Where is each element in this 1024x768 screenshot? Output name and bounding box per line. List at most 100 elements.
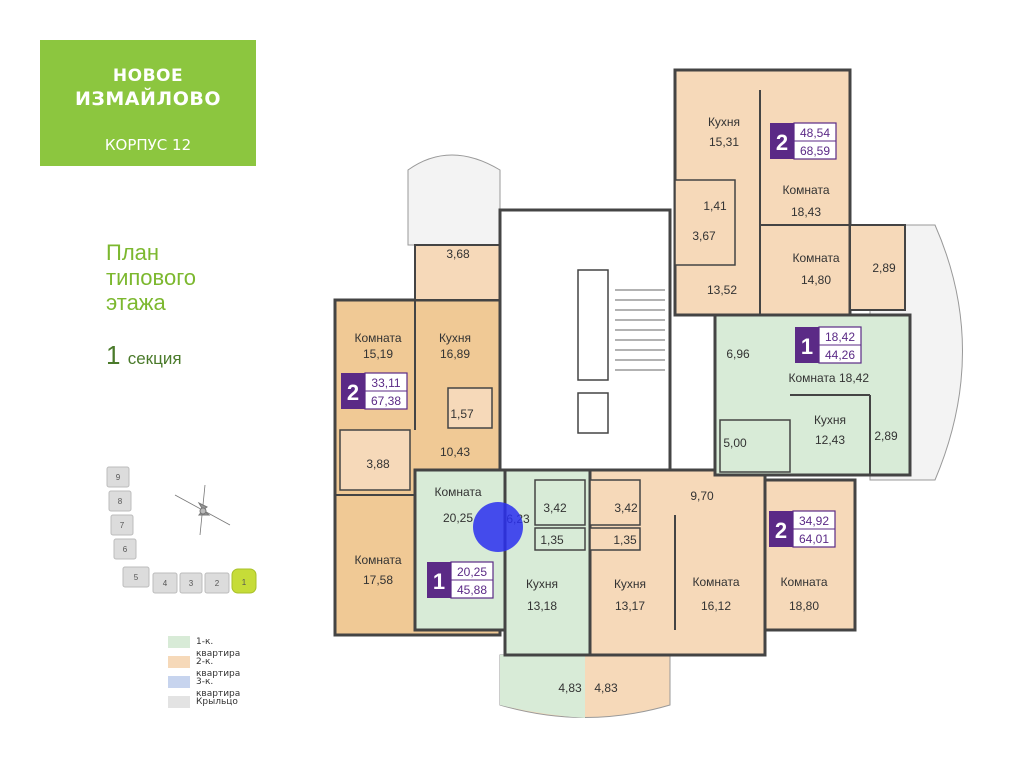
label-3-42b: 3,42 — [614, 501, 638, 515]
label-room-top-2: Комната — [793, 251, 840, 265]
badge-rooms: 2 — [775, 518, 787, 543]
badge-rooms: 1 — [433, 569, 445, 594]
section-word: секция — [127, 349, 182, 368]
minimap-section-5[interactable] — [122, 566, 150, 588]
room-loggia-2-89a — [849, 224, 906, 311]
legend-label: 1-к. квартира — [196, 637, 241, 659]
apartment-bottom-2room-b[interactable] — [763, 478, 857, 632]
badge-living: 48,54 — [800, 126, 830, 140]
label-room-left: Комната — [355, 331, 402, 345]
label-kitchen-b1: Кухня — [526, 577, 558, 591]
label-room-top: Комната — [783, 183, 830, 197]
label-room-b3: Комната — [693, 575, 740, 589]
building-label: КОРПУС 12 — [104, 136, 192, 154]
elevator-shaft-2 — [577, 392, 609, 434]
badge-total: 64,01 — [799, 532, 829, 546]
label-18-42: 18,42 — [839, 371, 869, 385]
label-15-31: 15,31 — [709, 135, 739, 149]
room-bathroom-5-00 — [719, 419, 791, 473]
section-label: 1 секция — [106, 340, 182, 371]
minimap-label-4: 4 — [163, 579, 168, 588]
label-2-89a: 2,89 — [872, 261, 896, 275]
badge-total: 68,59 — [800, 144, 830, 158]
badge-bottom-right[interactable]: 2 34,92 64,01 — [769, 510, 836, 548]
label-kitchen-left: Кухня — [439, 331, 471, 345]
label-1-41: 1,41 — [703, 199, 727, 213]
badge-rooms: 2 — [347, 380, 359, 405]
label-9-70: 9,70 — [690, 489, 714, 503]
highlight-marker[interactable] — [473, 502, 523, 552]
label-3-68: 3,68 — [446, 247, 470, 261]
minimap-label-2: 2 — [215, 579, 220, 588]
badge-living: 33,11 — [371, 376, 400, 390]
room-bathroom-3-67 — [674, 179, 736, 266]
minimap-label-5: 5 — [134, 573, 139, 582]
minimap-section-7[interactable] — [110, 514, 134, 536]
label-3-67: 3,67 — [692, 229, 716, 243]
label-18-43: 18,43 — [791, 205, 821, 219]
legend-swatch — [168, 656, 190, 668]
balcony-top-left — [407, 154, 501, 246]
room-wc-1-35a — [534, 527, 586, 551]
badge-living: 18,42 — [825, 330, 855, 344]
label-13-18: 13,18 — [527, 599, 557, 613]
badge-top[interactable]: 2 48,54 68,59 — [770, 122, 837, 160]
label-14-80: 14,80 — [801, 273, 831, 287]
minimap-section-3[interactable] — [179, 572, 203, 594]
minimap-label-8: 8 — [118, 497, 123, 506]
label-13-52: 13,52 — [707, 283, 737, 297]
label-2-89b: 2,89 — [874, 429, 898, 443]
minimap-section-9[interactable] — [106, 466, 130, 488]
minimap-section-6[interactable] — [113, 538, 137, 560]
minimap-label-6: 6 — [123, 545, 128, 554]
label-4-83a: 4,83 — [558, 681, 582, 695]
room-bathroom-3-42b — [589, 479, 641, 526]
section-number: 1 — [106, 340, 121, 370]
elevator-shaft — [577, 269, 609, 381]
room-bathroom-3-88 — [339, 429, 411, 491]
label-1-35a: 1,35 — [540, 533, 564, 547]
label-18-80: 18,80 — [789, 599, 819, 613]
badge-bottom[interactable]: 1 20,25 45,88 — [427, 561, 494, 599]
project-logo: НОВОЕ ИЗМАЙЛОВО КОРПУС 12 — [40, 40, 256, 166]
badge-right[interactable]: 1 18,42 44,26 — [795, 326, 862, 364]
label-4-83b: 4,83 — [594, 681, 618, 695]
label-20-25: 20,25 — [443, 511, 473, 525]
label-5-00: 5,00 — [723, 436, 747, 450]
label-6-96: 6,96 — [726, 347, 750, 361]
minimap-section-2[interactable] — [204, 572, 230, 594]
label-12-43: 12,43 — [815, 433, 845, 447]
label-17-58: 17,58 — [363, 573, 393, 587]
label-kitchen-top: Кухня — [708, 115, 740, 129]
label-room-left-2: Комната — [355, 553, 402, 567]
label-1-35b: 1,35 — [613, 533, 637, 547]
logo-line-1: НОВОЕ — [112, 66, 184, 86]
legend-swatch — [168, 696, 190, 708]
minimap-label-1: 1 — [242, 578, 247, 587]
label-room-bottom: Комната — [435, 485, 482, 499]
minimap-section-4[interactable] — [152, 572, 178, 594]
room-loggia-3-68 — [414, 244, 501, 301]
label-10-43: 10,43 — [440, 445, 470, 459]
badge-left[interactable]: 2 33,11 67,38 — [341, 372, 408, 410]
badge-total: 67,38 — [371, 394, 401, 408]
room-bathroom-3-42a — [534, 479, 586, 526]
legend-label: 3-к. квартира — [196, 677, 241, 699]
minimap-section-1[interactable] — [231, 568, 257, 594]
minimap-label-3: 3 — [189, 579, 194, 588]
label-room-right: Комната — [789, 371, 836, 385]
legend-label: 2-к. квартира — [196, 657, 241, 679]
room-wc-1-57 — [447, 387, 493, 429]
label-kitchen-right: Кухня — [814, 413, 846, 427]
label-3-88: 3,88 — [366, 457, 390, 471]
badge-living: 20,25 — [457, 565, 487, 579]
badge-total: 45,88 — [457, 583, 487, 597]
plan-title-line-3: этажа — [106, 290, 166, 315]
building-minimap: 9 8 7 6 5 4 3 2 1 — [106, 466, 257, 594]
label-16-89: 16,89 — [440, 347, 470, 361]
minimap-label-7: 7 — [120, 521, 125, 530]
minimap-section-8[interactable] — [108, 490, 132, 512]
legend-swatch — [168, 636, 190, 648]
label-1-57: 1,57 — [450, 407, 474, 421]
compass-icon — [174, 484, 231, 536]
